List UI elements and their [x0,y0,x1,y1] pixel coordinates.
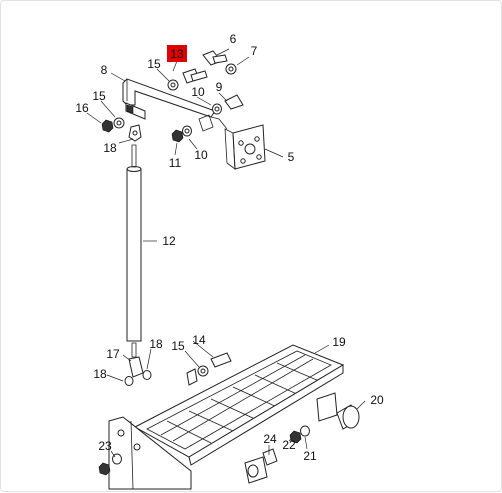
upper-arm-part-8[interactable] [122,78,216,120]
nut-part-11[interactable] [171,129,184,143]
step-side-frame [108,368,338,490]
callout-7[interactable]: 7 [251,44,258,58]
callout-15-left[interactable]: 15 [92,89,106,103]
callout-23[interactable]: 23 [98,439,112,453]
callout-17[interactable]: 17 [106,347,120,361]
arm-end-bracket [198,114,214,132]
bolt-part-9[interactable] [224,94,244,110]
callout-18-lower-left[interactable]: 18 [93,367,107,381]
washer-part-18-lower-right[interactable] [142,370,152,380]
washer-part-10-upper[interactable] [212,103,222,115]
washer-part-15-top[interactable] [167,79,179,91]
callout-10-upper[interactable]: 10 [191,85,205,99]
callout-8[interactable]: 8 [101,63,108,77]
callout-20[interactable]: 20 [370,393,384,407]
clevis-part-18-top[interactable] [128,124,142,142]
callout-6[interactable]: 6 [230,32,237,46]
callout-18-top[interactable]: 18 [103,141,117,155]
washer-part-15-lower[interactable] [197,365,209,377]
callout-15-lower[interactable]: 15 [171,339,185,353]
clevis-part-17[interactable] [128,356,144,378]
callout-9[interactable]: 9 [216,80,223,94]
rod-part-12[interactable] [126,144,142,358]
bolt-part-13[interactable] [182,68,208,84]
mounting-plate-part-5[interactable] [224,124,266,170]
bolt-part-24[interactable] [244,448,278,484]
leader-lines [86,48,366,458]
callout-5[interactable]: 5 [288,150,295,164]
washer-part-18-lower-left[interactable] [124,376,134,386]
callout-16[interactable]: 16 [75,101,89,115]
washer-part-10-lower[interactable] [182,125,192,137]
callout-24[interactable]: 24 [263,432,277,446]
callout-11[interactable]: 11 [169,156,182,170]
callout-15-top[interactable]: 15 [147,57,161,71]
washer-part-7[interactable] [225,63,237,75]
callout-14[interactable]: 14 [192,333,206,347]
callout-18-upper-right[interactable]: 18 [149,337,163,351]
bolt-part-6[interactable] [202,50,228,66]
highlight-box [167,45,187,62]
nut-part-23[interactable] [98,462,111,476]
washer-part-15-left[interactable] [113,117,125,129]
callout-13[interactable]: 13 [170,47,184,61]
bolt-part-14[interactable] [210,352,232,368]
arm-to-plate-joint [210,116,228,130]
nut-part-16[interactable] [101,119,114,133]
washer-part-21[interactable] [300,425,310,437]
callout-12[interactable]: 12 [162,234,176,248]
bumper-part-20[interactable] [336,404,360,430]
step-grating-part-19[interactable] [133,344,345,466]
callout-19[interactable]: 19 [332,335,346,349]
nut-part-22[interactable] [289,430,302,444]
callout-10-lower[interactable]: 10 [194,148,208,162]
callout-22[interactable]: 22 [282,438,296,452]
callout-21[interactable]: 21 [303,449,317,463]
